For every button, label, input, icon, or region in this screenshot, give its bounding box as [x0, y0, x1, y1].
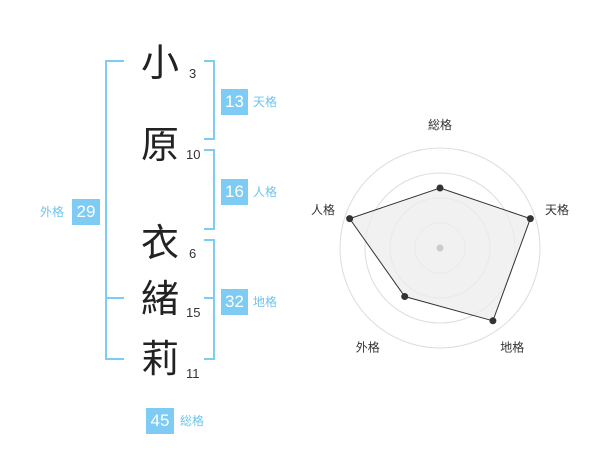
chikaku-value: 32 [221, 289, 248, 315]
radar-area [348, 187, 531, 322]
stroke-count-4: 15 [186, 305, 201, 320]
name-char-5: 莉 [140, 337, 179, 381]
name-char-3: 衣 [140, 221, 179, 265]
radar-axis-label-3: 地格 [500, 340, 524, 355]
radar-axis-label-1: 総格 [428, 117, 452, 132]
radar-point-4 [401, 293, 409, 301]
stroke-count-3: 6 [189, 246, 197, 261]
radar-axis-label-5: 人格 [311, 202, 335, 217]
soukaku-label: 総格 [180, 414, 205, 428]
radar-center-dot [436, 244, 444, 252]
radar-point-1 [436, 184, 444, 192]
chikaku-label: 地格 [253, 295, 278, 309]
jinkaku-label: 人格 [253, 185, 278, 199]
soukaku-value: 45 [146, 408, 174, 434]
radar-point-5 [346, 215, 354, 223]
gaikaku-value: 29 [72, 199, 100, 225]
radar-axis-label-2: 天格 [545, 202, 569, 217]
radar-point-2 [526, 215, 534, 223]
radar-point-3 [489, 317, 497, 325]
stroke-count-1: 3 [189, 66, 197, 81]
gaikaku-label: 外格 [40, 205, 65, 219]
stroke-count-2: 10 [186, 147, 201, 162]
name-char-2: 原 [140, 123, 179, 167]
radar-axis-label-4: 外格 [356, 340, 380, 355]
radar-ring-4 [339, 147, 541, 349]
jinkaku-value: 16 [221, 179, 248, 205]
tenkaku-label: 天格 [253, 95, 278, 109]
name-char-1: 小 [140, 41, 179, 85]
tenkaku-value: 13 [221, 89, 248, 115]
name-char-4: 緒 [140, 277, 179, 321]
stroke-count-5: 11 [186, 366, 200, 381]
